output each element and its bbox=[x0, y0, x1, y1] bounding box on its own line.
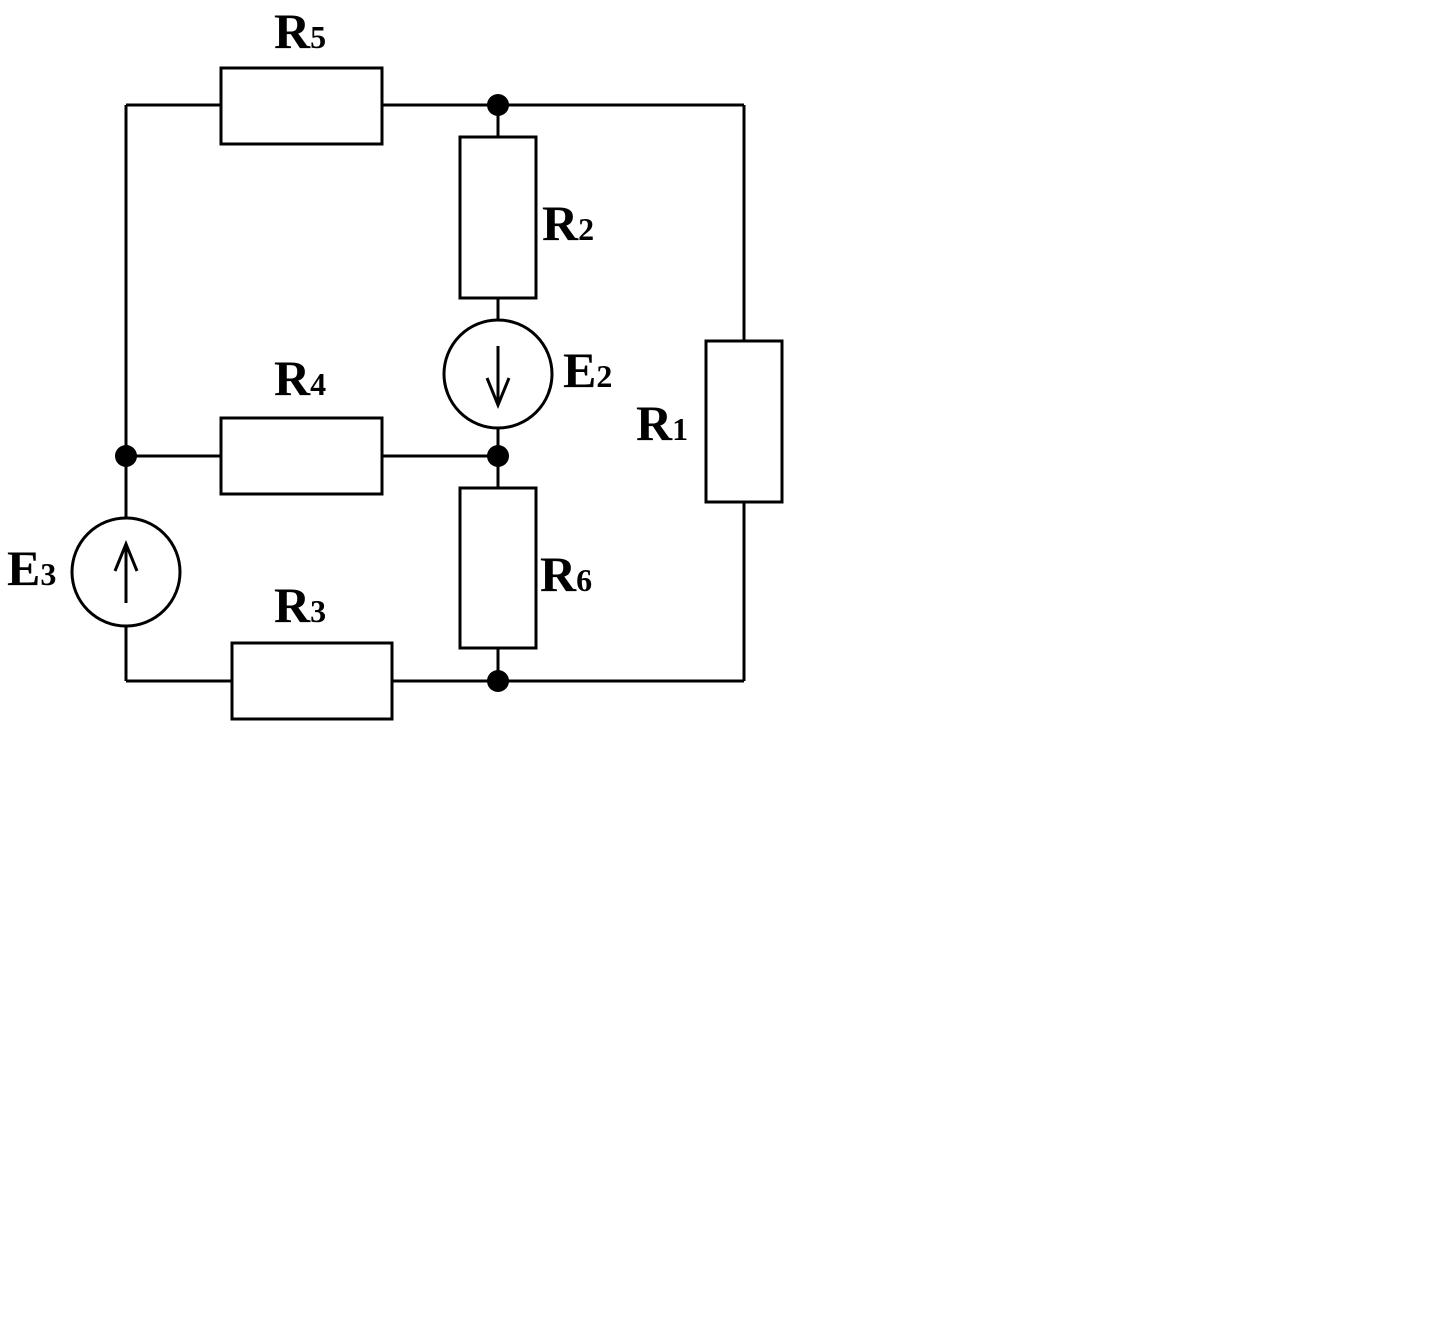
label-r2: R2 bbox=[542, 195, 594, 251]
source-e3 bbox=[70, 516, 182, 628]
label-r5: R5 bbox=[274, 3, 326, 59]
label-e3: E3 bbox=[7, 540, 56, 596]
node-top-center bbox=[487, 94, 509, 116]
label-r1: R1 bbox=[636, 395, 688, 451]
label-r4: R4 bbox=[274, 350, 326, 406]
resistor-r6 bbox=[458, 486, 538, 650]
source-e2 bbox=[442, 318, 554, 430]
label-r3: R3 bbox=[274, 577, 326, 633]
label-e2: E2 bbox=[563, 342, 612, 398]
resistor-r3 bbox=[230, 641, 394, 721]
label-r6: R6 bbox=[540, 546, 592, 602]
arrow-up-icon bbox=[113, 540, 139, 572]
wires bbox=[124, 103, 746, 683]
resistor-r4 bbox=[219, 416, 384, 496]
resistor-r5 bbox=[219, 66, 384, 146]
resistor-r1 bbox=[704, 339, 784, 504]
arrow-down-icon bbox=[485, 377, 511, 409]
resistor-r2 bbox=[458, 135, 538, 300]
node-middle-center bbox=[487, 445, 509, 467]
node-middle-left bbox=[115, 445, 137, 467]
node-bottom-center bbox=[487, 670, 509, 692]
